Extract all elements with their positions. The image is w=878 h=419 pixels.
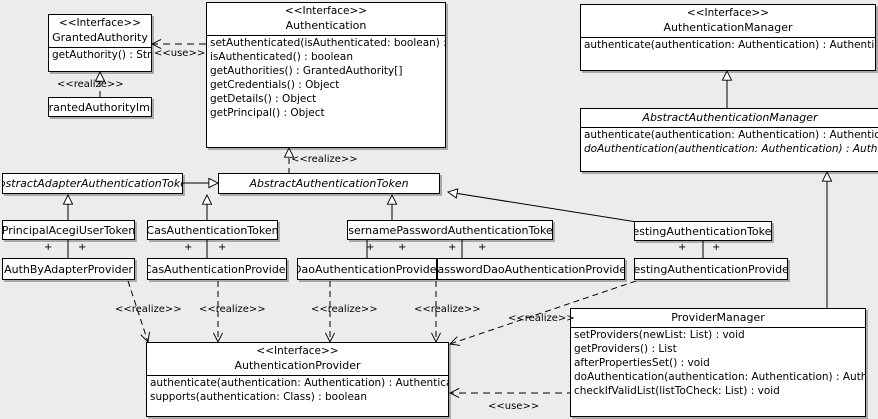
class-name: AbstractAuthenticationToken — [249, 177, 409, 190]
compartment-divider — [207, 35, 445, 36]
class-name: ProviderManager — [671, 311, 765, 324]
class-authentication-manager[interactable]: <<Interface>> AuthenticationManager auth… — [580, 4, 876, 71]
class-name: CasAuthenticationToken — [147, 223, 278, 237]
class-name: CasAuthenticationProvider — [147, 262, 287, 276]
edge-label-realize-cas-authentication-provider: <<realize>> — [199, 304, 266, 315]
stereotype-label: <<Interface>> — [284, 5, 368, 17]
class-name: Authentication — [285, 19, 367, 32]
operation-item: supports(authentication: Class) : boolea… — [150, 391, 367, 403]
edge-label-realize-testing-authentication-provider: <<realize>> — [508, 313, 575, 324]
class-header: <<Interface>> AuthenticationProvider — [147, 343, 448, 375]
class-cas-authentication-token[interactable]: CasAuthenticationToken — [147, 220, 278, 240]
class-username-password-authentication-token[interactable]: UsernamePasswordAuthenticationToken — [347, 220, 553, 240]
edge-generalize-testingauthenticationtoken — [448, 192, 638, 223]
class-name: UsernamePasswordAuthenticationToken — [347, 223, 553, 237]
operation-item: getProviders() : List — [574, 343, 677, 355]
class-testing-authentication-token[interactable]: TestingAuthenticationToken — [634, 221, 772, 241]
class-granted-authority-impl[interactable]: GrantedAuthorityImpl — [48, 97, 152, 117]
class-name: TestingAuthenticationToken — [634, 224, 772, 238]
edge-label-use-provider-manager: <<use>> — [488, 401, 540, 412]
class-granted-authority[interactable]: <<Interface>> GrantedAuthority getAuthor… — [48, 14, 152, 72]
operation-item: authenticate(authentication: Authenticat… — [150, 377, 448, 389]
class-password-dao-authentication-provider[interactable]: PasswordDaoAuthenticationProvider — [437, 258, 625, 280]
edge-label-realize-password-dao-authentication-provider: <<realize>> — [414, 304, 481, 315]
class-authentication[interactable]: <<Interface>> Authentication setAuthenti… — [206, 2, 446, 148]
class-name: DaoAuthenticationProvider — [297, 262, 437, 276]
class-abstract-adapter-authentication-token[interactable]: AbstractAdapterAuthenticationToken — [2, 173, 183, 194]
stereotype-label: <<Interface>> — [686, 7, 770, 19]
assoc-marker-plus: + — [184, 242, 193, 253]
assoc-marker-plus: + — [448, 242, 457, 253]
class-name: AuthenticationProvider — [234, 359, 361, 372]
assoc-marker-plus: + — [366, 242, 375, 253]
operation-item: getDetails() : Object — [210, 93, 317, 105]
class-name: PasswordDaoAuthenticationProvider — [437, 262, 625, 276]
class-principal-acegi-user-token[interactable]: PrincipalAcegiUserToken — [2, 220, 135, 240]
operation-item: authenticate(authentication: Authenticat… — [584, 39, 875, 51]
assoc-marker-plus: + — [78, 242, 87, 253]
class-header: <<Interface>> AuthenticationManager — [581, 5, 875, 37]
operations-compartment: authenticate(authentication: Authenticat… — [581, 128, 878, 156]
assoc-marker-plus: + — [44, 242, 53, 253]
compartment-divider — [581, 127, 878, 128]
operation-item: isAuthenticated() : boolean — [210, 51, 353, 63]
operation-item: doAuthentication(authentication: Authent… — [574, 371, 865, 383]
assoc-marker-plus: + — [398, 242, 407, 253]
assoc-marker-plus: + — [478, 242, 487, 253]
operation-item: setProviders(newList: List) : void — [574, 329, 745, 341]
class-authentication-provider[interactable]: <<Interface>> AuthenticationProvider aut… — [146, 342, 449, 417]
operation-item: setAuthenticated(isAuthenticated: boolea… — [210, 37, 445, 49]
class-header: <<Interface>> Authentication — [207, 3, 445, 35]
operation-item: doAuthentication(authentication: Authent… — [584, 143, 878, 155]
operations-compartment: authenticate(authentication: Authenticat… — [147, 376, 448, 404]
edge-label-realize-auth-by-adapter-provider: <<realize>> — [115, 304, 182, 315]
class-name: PrincipalAcegiUserToken — [2, 223, 135, 237]
stereotype-label: <<Interface>> — [58, 17, 142, 29]
compartment-divider — [147, 375, 448, 376]
class-testing-authentication-provider[interactable]: TestingAuthenticationProvider — [634, 258, 788, 280]
class-abstract-authentication-manager[interactable]: AbstractAuthenticationManager authentica… — [580, 108, 878, 172]
class-cas-authentication-provider[interactable]: CasAuthenticationProvider — [147, 258, 287, 280]
compartment-divider — [581, 37, 875, 38]
class-provider-manager[interactable]: ProviderManager setProviders(newList: Li… — [570, 308, 866, 417]
assoc-marker-plus: + — [678, 242, 687, 253]
class-name: AbstractAdapterAuthenticationToken — [3, 177, 182, 190]
compartment-divider — [571, 327, 865, 328]
class-name: AbstractAuthenticationManager — [642, 111, 818, 124]
assoc-marker-plus: + — [712, 242, 721, 253]
class-abstract-authentication-token[interactable]: AbstractAuthenticationToken — [218, 173, 440, 194]
class-header: AbstractAuthenticationManager — [581, 109, 878, 127]
operation-item: checkIfValidList(listToCheck: List) : vo… — [574, 385, 780, 397]
edge-label-realize-dao-authentication-provider: <<realize>> — [311, 304, 378, 315]
operation-item: getAuthority() : String — [52, 49, 151, 61]
class-name: AuthByAdapterProvider — [4, 262, 133, 276]
class-dao-authentication-provider[interactable]: DaoAuthenticationProvider — [297, 258, 437, 280]
edge-label-realize-abstract-authentication-token: <<realize>> — [291, 154, 358, 165]
operations-compartment: authenticate(authentication: Authenticat… — [581, 38, 875, 52]
operations-compartment: setAuthenticated(isAuthenticated: boolea… — [207, 36, 445, 120]
stereotype-label: <<Interface>> — [256, 345, 339, 357]
compartment-divider — [49, 47, 151, 48]
operations-compartment: getAuthority() : String — [49, 48, 151, 62]
edge-label-use-granted-authority: <<use>> — [154, 48, 206, 59]
class-name: GrantedAuthority — [52, 31, 148, 44]
class-auth-by-adapter-provider[interactable]: AuthByAdapterProvider — [2, 258, 135, 280]
class-header: <<Interface>> GrantedAuthority — [49, 15, 151, 47]
class-name: GrantedAuthorityImpl — [48, 100, 151, 114]
operation-item: authenticate(authentication: Authenticat… — [584, 129, 878, 141]
operation-item: getAuthorities() : GrantedAuthority[] — [210, 65, 403, 77]
operation-item: getPrincipal() : Object — [210, 107, 325, 119]
operation-item: afterPropertiesSet() : void — [574, 357, 710, 369]
operation-item: getCredentials() : Object — [210, 79, 340, 91]
class-name: TestingAuthenticationProvider — [634, 262, 788, 276]
class-header: ProviderManager — [571, 309, 865, 327]
assoc-marker-plus: + — [218, 242, 227, 253]
operations-compartment: setProviders(newList: List) : void getPr… — [571, 328, 865, 398]
class-name: AuthenticationManager — [663, 21, 793, 34]
edge-label-realize-granted-authority-impl: <<realize>> — [57, 79, 124, 90]
